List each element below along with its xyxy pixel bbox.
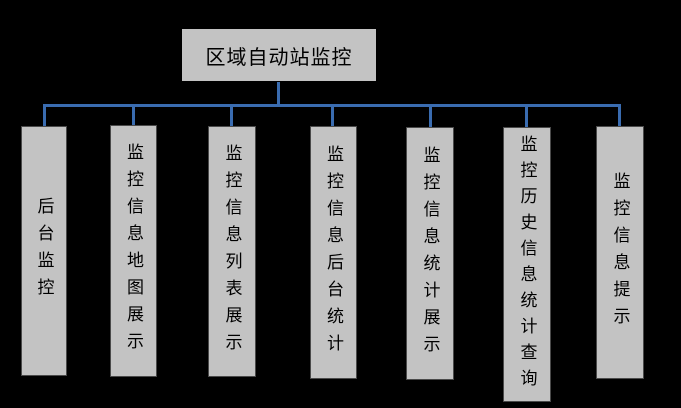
connector-drop-6 [525,104,528,127]
node-monitor-history-stats-query: 监控历史信息统计查询 [503,127,551,402]
node-label: 后台监控 [34,197,54,305]
node-monitor-info-map-display: 监控信息地图展示 [110,125,157,377]
node-label: 监控信息地图展示 [124,143,143,359]
connector-drop-1 [43,104,46,127]
connector-drop-3 [230,104,233,127]
node-root: 区域自动站监控 [180,27,378,83]
node-monitor-info-alert: 监控信息提示 [596,126,644,379]
node-label: 监控信息统计展示 [420,145,440,362]
node-backstage-monitoring: 后台监控 [21,126,67,376]
node-label: 监控历史信息统计查询 [517,134,537,395]
node-monitor-info-list-display: 监控信息列表展示 [208,126,256,377]
node-label: 监控信息提示 [610,171,630,334]
connector-drop-4 [331,104,334,127]
node-label: 监控信息列表展示 [222,143,242,360]
connector-drop-2 [132,104,135,127]
connector-drop-5 [429,104,432,127]
node-monitor-info-stats-display: 监控信息统计展示 [406,127,454,380]
connector-root-stub [277,82,280,105]
connector-drop-7 [618,104,621,127]
node-label: 监控信息后台统计 [324,144,343,361]
node-monitor-info-backstage-stats: 监控信息后台统计 [310,126,357,379]
